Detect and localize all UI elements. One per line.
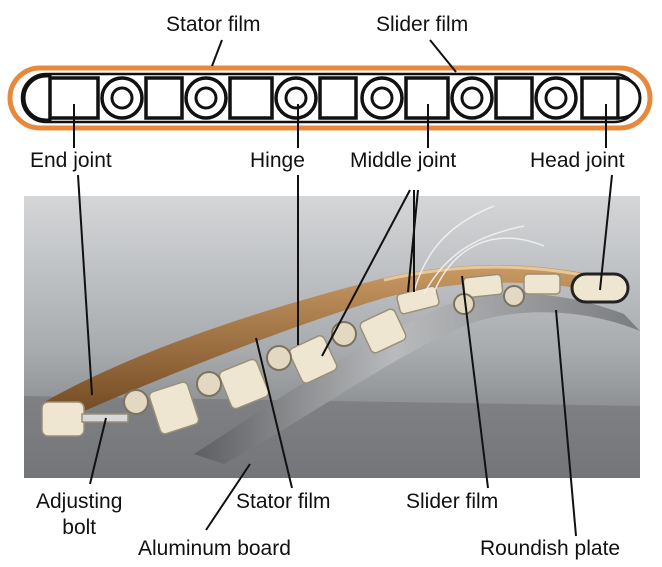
joint-block	[320, 78, 356, 118]
label-head-joint: Head joint	[530, 150, 625, 171]
head-joint-cap	[618, 78, 640, 118]
hinge-icon	[186, 78, 226, 118]
hinge-icon	[362, 78, 402, 118]
hinge-photo	[124, 390, 148, 414]
label-middle-joint: Middle joint	[350, 150, 456, 171]
hinge-icon	[452, 78, 492, 118]
end-joint-photo	[42, 402, 84, 436]
label-aluminum-board: Aluminum board	[138, 538, 291, 559]
head-joint-photo	[572, 274, 628, 302]
table-surface	[24, 396, 640, 478]
hinge-photo	[267, 346, 291, 370]
middle-joint-block	[406, 78, 448, 118]
actuator-schematic	[0, 0, 662, 140]
label-slider-film-bottom: Slider film	[406, 491, 498, 512]
adjusting-bolt-photo	[82, 414, 128, 422]
hinge-icon	[276, 78, 316, 118]
hinge-photo	[197, 372, 221, 396]
label-stator-film-bottom: Stator film	[236, 491, 331, 512]
head-joint-block	[582, 78, 618, 118]
label-hinge: Hinge	[250, 150, 305, 171]
hinge-icon	[102, 78, 142, 118]
joint-photo	[524, 274, 560, 294]
end-joint-block	[50, 78, 98, 118]
hinge-icon	[536, 78, 576, 118]
label-stator-film-top: Stator film	[166, 14, 261, 35]
label-adjusting-bolt: Adjusting bolt	[36, 489, 122, 541]
hinge-photo	[332, 322, 356, 346]
hinge-photo	[504, 286, 524, 306]
joint-block	[496, 78, 532, 118]
label-slider-film-top: Slider film	[376, 14, 468, 35]
label-roundish-plate: Roundish plate	[480, 538, 620, 559]
joint-block	[230, 78, 272, 118]
joint-block	[146, 78, 182, 118]
label-end-joint: End joint	[30, 150, 112, 171]
hinge-photo	[454, 294, 474, 314]
actuator-photo	[24, 196, 640, 478]
